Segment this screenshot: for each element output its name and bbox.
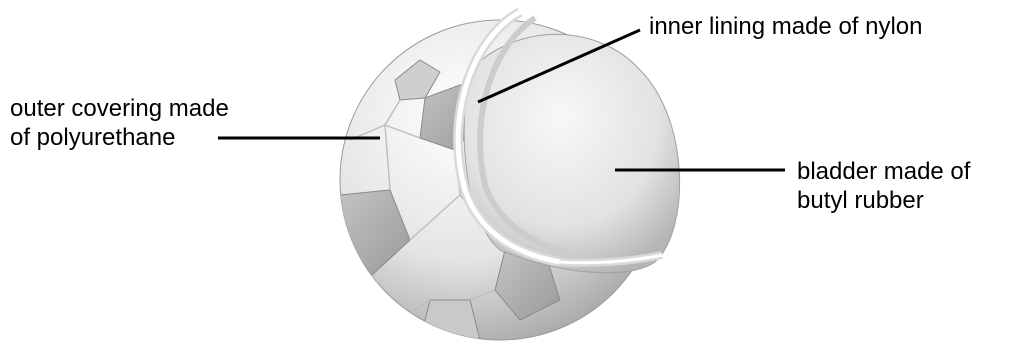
outer-covering-label: outer covering made of polyurethane bbox=[10, 94, 229, 152]
inner-lining-label-line: inner lining made of nylon bbox=[649, 12, 923, 41]
inner-lining-label: inner lining made of nylon bbox=[649, 12, 923, 41]
ball-panel-dark bbox=[420, 300, 480, 340]
outer-covering-label-line: outer covering made bbox=[10, 94, 229, 123]
outer-covering-label-line: of polyurethane bbox=[10, 123, 229, 152]
bladder-label-line: butyl rubber bbox=[797, 186, 970, 215]
bladder-label-line: bladder made of bbox=[797, 157, 970, 186]
bladder-label: bladder made of butyl rubber bbox=[797, 157, 970, 215]
